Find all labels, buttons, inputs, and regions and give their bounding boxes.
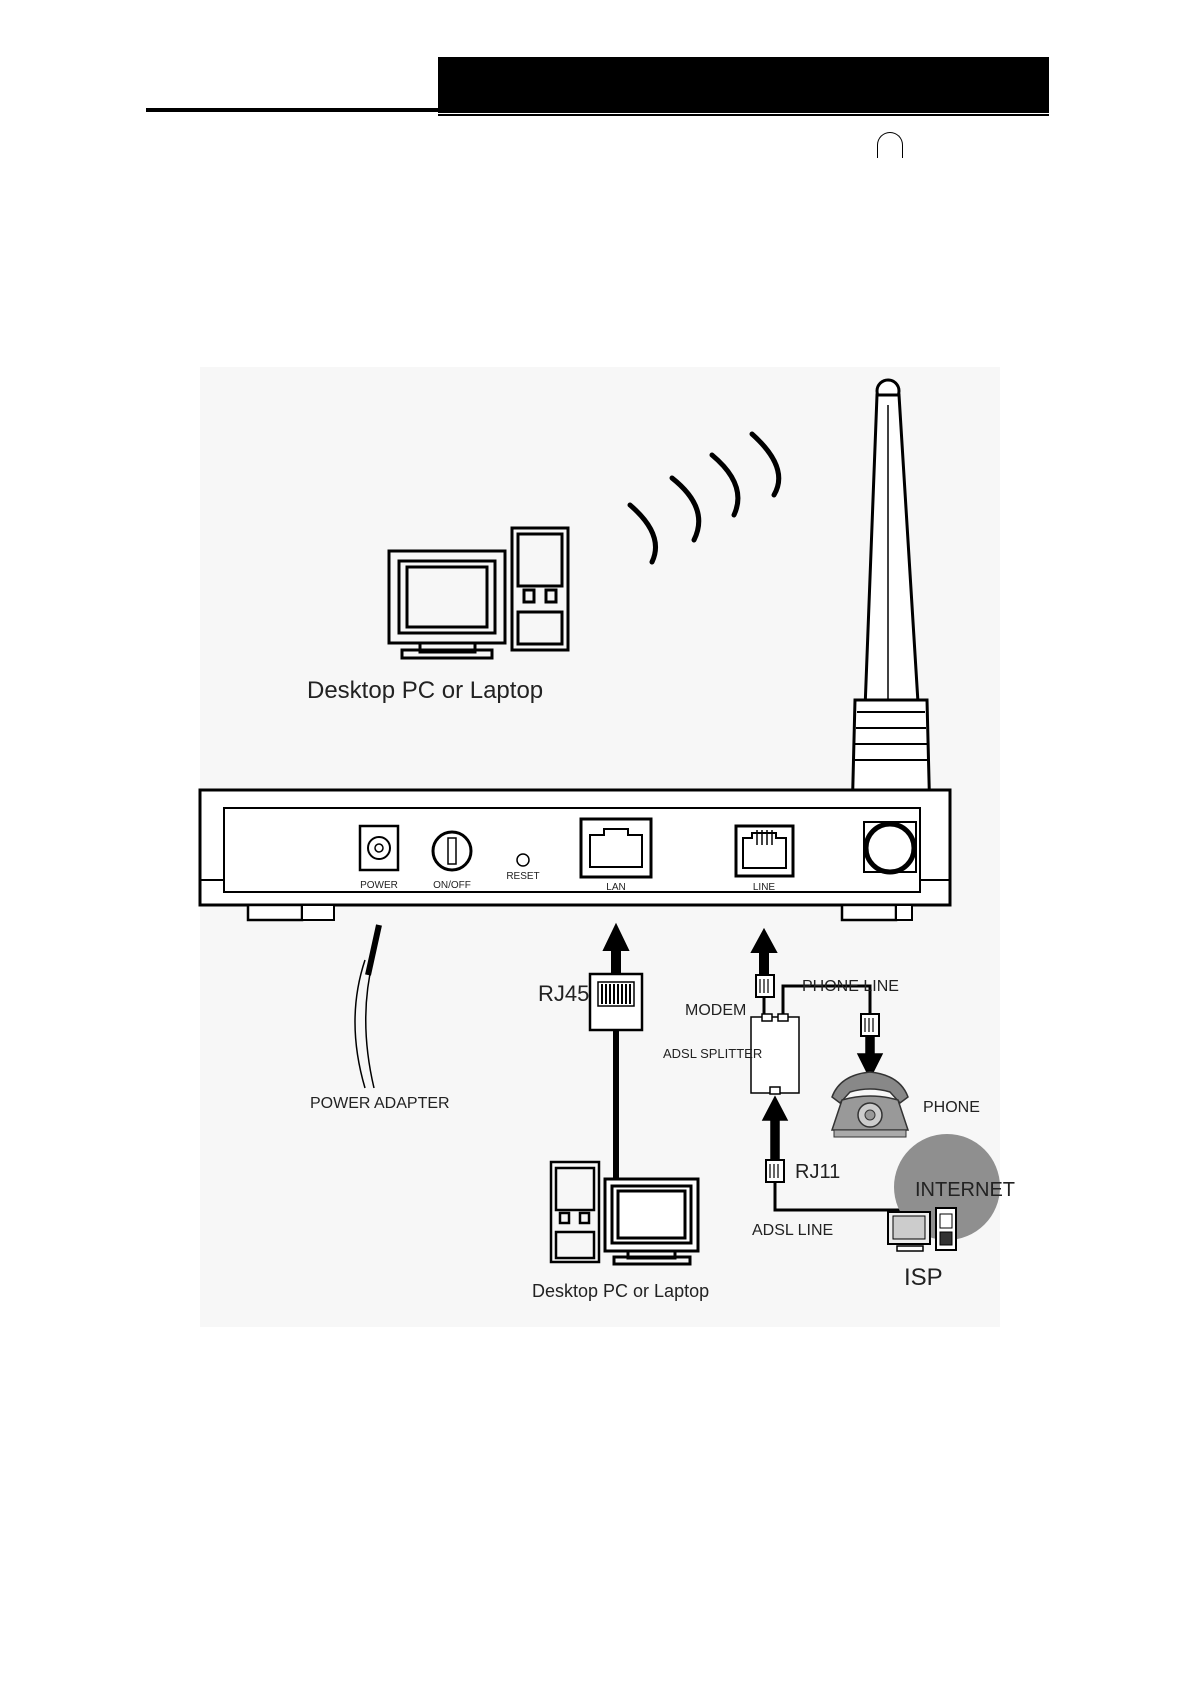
rj45-label: RJ45 [538,981,589,1006]
phone-line-label: PHONE LINE [802,978,899,995]
phone-arrow-icon [856,1029,884,1080]
power-adapter-label: POWER ADAPTER [310,1095,450,1112]
header-bar-underline [438,114,1049,116]
on-off-label: ON/OFF [433,880,471,891]
header-bar [438,57,1049,113]
antenna-icon [850,378,932,822]
adsl-line-label: ADSL LINE [752,1222,833,1239]
reset-label: RESET [506,871,539,882]
registered-mark-icon [877,132,903,158]
wired-tower-icon [549,1160,601,1264]
header-rule [146,108,440,112]
modem-rj11-connector-icon [755,974,775,998]
adsl-splitter-icon [750,1013,800,1095]
antenna-base-icon [863,821,917,875]
wireless-client-label: Desktop PC or Laptop [307,677,543,704]
line-port-icon [734,824,795,878]
power-port-icon [358,824,400,872]
wireless-monitor-icon [387,549,507,660]
wireless-signal-icon [627,431,782,565]
power-port-label: POWER [360,880,398,891]
reset-button-icon [516,853,530,867]
lan-cable [602,922,630,1185]
wireless-tower-icon [510,526,570,652]
adsl-rj11-connector-icon [765,1159,785,1183]
line-port-label: LINE [753,882,776,893]
power-adapter-cable [354,924,382,1089]
isp-label: ISP [904,1264,943,1291]
internet-label: INTERNET [915,1179,1015,1201]
lan-port-label: LAN [606,882,625,893]
modem-label: MODEM [685,1002,746,1019]
lan-port-icon [579,817,653,879]
phone-label: PHONE [923,1099,980,1116]
on-off-switch-icon [431,830,473,872]
isp-computer-icon [887,1207,957,1252]
router-body [198,788,952,922]
telephone-icon [830,1071,910,1138]
rj45-connector-icon [588,972,644,1032]
wired-monitor-icon [603,1177,700,1266]
wired-client-label: Desktop PC or Laptop [532,1281,709,1301]
splitter-label: ADSL SPLITTER [663,1046,762,1061]
phone-rj11-connector-icon [860,1013,880,1037]
rj11-label: RJ11 [795,1161,840,1183]
